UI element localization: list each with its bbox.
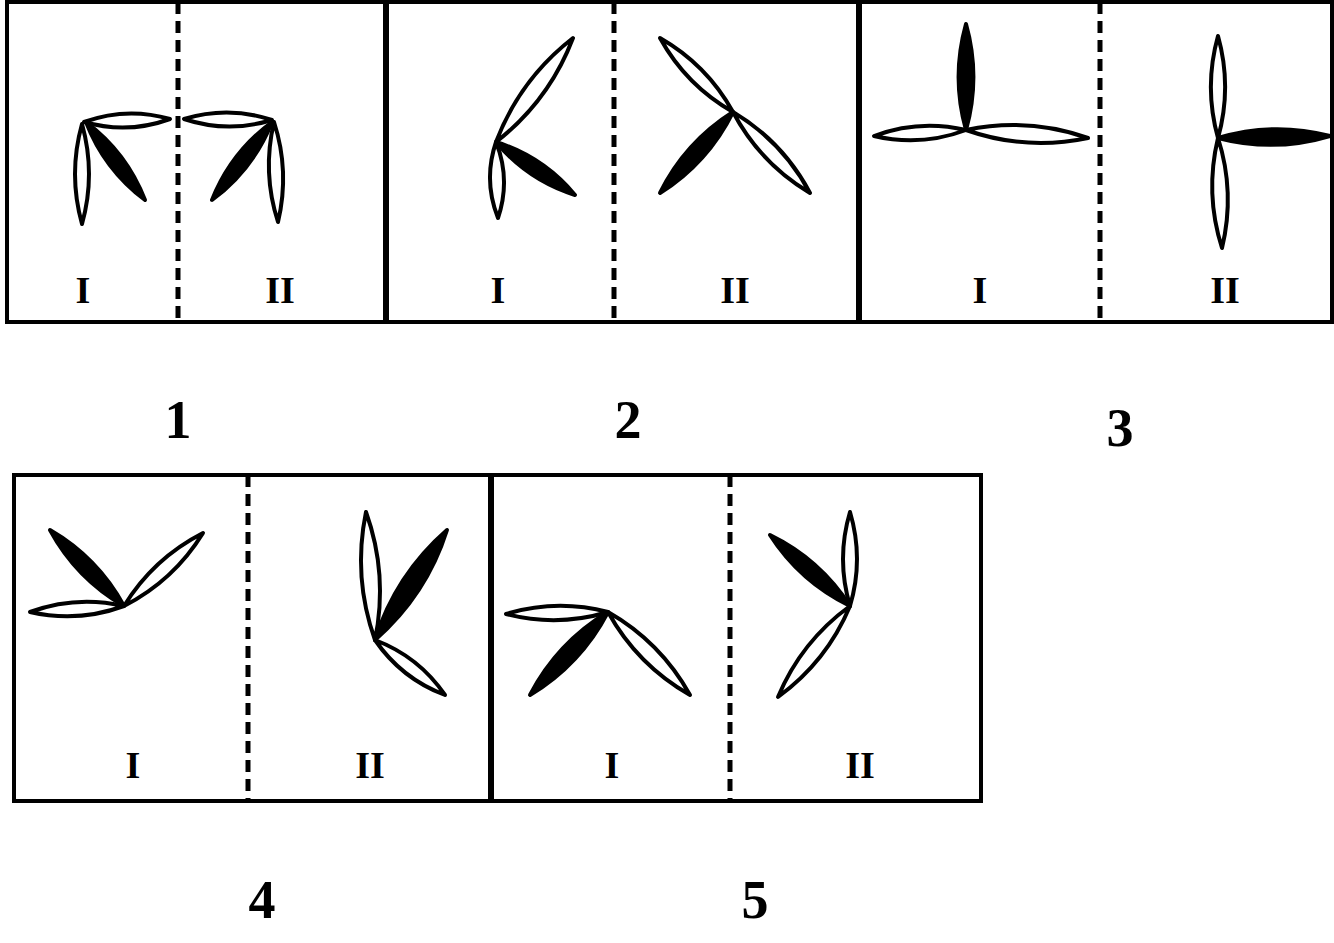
leaf-petal — [843, 512, 857, 606]
dashed-divider — [728, 475, 733, 801]
leaf-petal — [496, 38, 573, 142]
leaf-petal — [506, 606, 608, 620]
part-label: I — [126, 746, 141, 784]
figure-panel: III — [490, 473, 983, 803]
dashed-divider — [246, 475, 251, 801]
leaf-petal — [490, 142, 504, 218]
leaf-petal — [1218, 129, 1330, 145]
leaf-petal — [530, 612, 608, 695]
figure-panel: III — [385, 0, 860, 324]
part-label: II — [265, 271, 295, 309]
leaf-petal — [375, 530, 447, 640]
part-label: II — [720, 271, 750, 309]
leaf-petal — [375, 640, 445, 695]
leaf-petal — [50, 530, 124, 606]
leaf-petal — [184, 112, 272, 126]
leaf-petal — [30, 602, 124, 617]
leaf-petal — [1211, 36, 1225, 138]
part-label: II — [845, 746, 875, 784]
leaf-petal — [966, 125, 1088, 143]
leaf-petal — [770, 535, 850, 606]
part-label: II — [1210, 271, 1240, 309]
figure-number: 4 — [249, 873, 276, 927]
part-label: II — [355, 746, 385, 784]
part-label: I — [76, 271, 91, 309]
part-label: I — [605, 746, 620, 784]
leaf-petal — [84, 113, 170, 127]
figure-number: 1 — [165, 393, 192, 447]
leaf-petal — [1212, 138, 1228, 248]
part-label: I — [973, 271, 988, 309]
leaf-petal — [212, 122, 272, 200]
dashed-divider — [1098, 2, 1103, 322]
figure-number: 2 — [615, 393, 642, 447]
figure-panel: III — [5, 0, 387, 324]
figure-panel: III — [858, 0, 1334, 324]
leaf-petal — [874, 126, 966, 141]
leaf-petal — [660, 112, 733, 193]
leaf-petal — [86, 122, 145, 200]
leaf-petal — [959, 24, 974, 130]
leaf-petal — [608, 612, 690, 695]
dashed-divider — [612, 2, 617, 322]
figure-panel: III — [12, 473, 492, 803]
leaf-petal — [496, 142, 575, 195]
leaf-petal — [660, 38, 733, 112]
dashed-divider — [176, 2, 181, 322]
leaf-petal — [733, 112, 810, 193]
figure-number: 3 — [1107, 401, 1134, 455]
figure-number: 5 — [742, 873, 769, 927]
leaf-petal — [269, 122, 283, 222]
part-label: I — [491, 271, 506, 309]
leaf-petal — [778, 606, 850, 697]
leaf-petal — [124, 533, 203, 606]
leaf-petal — [361, 512, 380, 640]
leaf-petal — [75, 124, 89, 224]
